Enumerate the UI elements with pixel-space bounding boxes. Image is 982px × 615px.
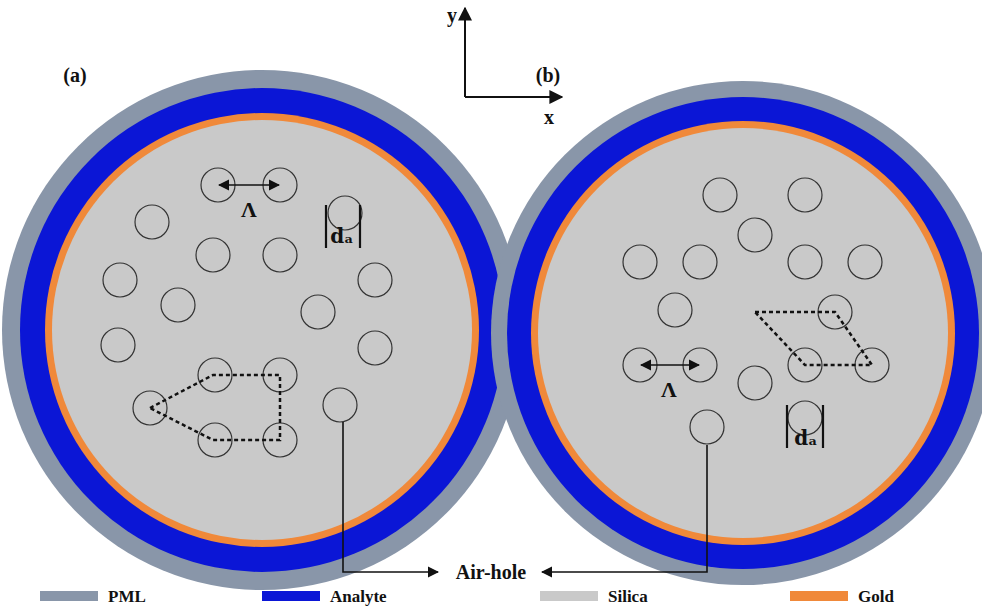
leader-line	[343, 422, 438, 572]
dimension-label: dₐ	[794, 428, 817, 448]
air-hole	[263, 238, 297, 272]
air-hole	[703, 178, 737, 212]
fiber-layer	[507, 97, 979, 569]
air-hole	[623, 245, 657, 279]
y-axis	[464, 8, 466, 97]
air-hole	[848, 245, 882, 279]
legend-swatch	[790, 591, 848, 601]
legend-swatch	[40, 591, 98, 601]
dimension-label: Λ	[661, 379, 677, 401]
leader-line	[542, 445, 707, 572]
diameter-bracket	[787, 405, 823, 448]
fiber-layer	[538, 128, 948, 538]
panel-label: (b)	[536, 65, 560, 85]
fiber-layer	[45, 113, 479, 547]
dimension-label: Λ	[241, 199, 257, 221]
fiber	[2, 70, 522, 590]
air-hole	[328, 196, 362, 230]
air-hole	[738, 218, 772, 252]
pitch-arrow	[219, 184, 279, 186]
pitch-arrow	[641, 364, 699, 366]
axis-label: x	[544, 107, 554, 127]
legend-text: Silica	[608, 588, 648, 605]
air-hole	[323, 388, 357, 422]
air-hole	[690, 410, 724, 444]
legend-text: Gold	[858, 588, 894, 605]
legend-swatch	[262, 591, 320, 601]
air-hole	[135, 205, 169, 239]
fiber-layer	[531, 121, 955, 545]
air-hole	[738, 366, 772, 400]
air-hole	[161, 288, 195, 322]
fiber-layer	[2, 70, 522, 590]
unit-cell	[150, 375, 280, 440]
legend-text: PML	[108, 588, 146, 605]
fiber-layer	[491, 81, 982, 585]
x-axis	[465, 96, 562, 98]
dimension-label: dₐ	[330, 226, 353, 246]
air-hole	[683, 245, 717, 279]
air-hole	[788, 245, 822, 279]
legend-swatch	[540, 591, 598, 601]
legend-text: Analyte	[330, 588, 387, 605]
fiber-layer	[52, 120, 472, 540]
part-label: Air-hole	[453, 561, 529, 583]
air-hole	[788, 178, 822, 212]
fiber	[491, 81, 982, 585]
air-hole	[358, 331, 392, 365]
air-hole	[196, 238, 230, 272]
diameter-bracket	[326, 205, 360, 248]
unit-cell	[755, 312, 872, 365]
air-hole	[101, 328, 135, 362]
air-hole	[103, 263, 137, 297]
fiber-layer	[20, 88, 504, 572]
axis-label: y	[447, 5, 457, 25]
air-hole	[301, 295, 335, 329]
panel-label: (a)	[63, 65, 86, 85]
air-hole	[358, 263, 392, 297]
air-hole	[658, 293, 692, 327]
